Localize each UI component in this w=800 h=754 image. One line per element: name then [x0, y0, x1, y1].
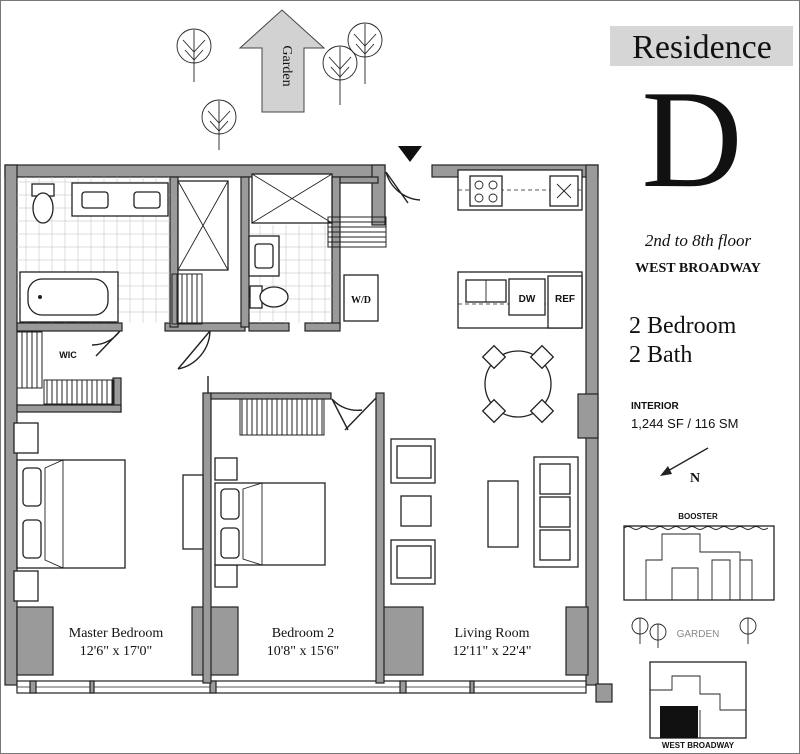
tree-icon [631, 617, 649, 644]
dining-table [481, 344, 555, 424]
north-label: N [690, 471, 700, 486]
bath-count: 2 Bath [629, 342, 692, 368]
washer-dryer: W/D [343, 274, 379, 322]
refrigerator-label: REF [555, 294, 575, 305]
range-hood-icon [549, 175, 579, 207]
kitchen-sink-icon [465, 279, 507, 303]
street-text: WEST BROADWAY [635, 261, 761, 276]
bedroom2-closet [239, 398, 325, 436]
shower-icon [251, 173, 333, 224]
room-dims: 12'11" x 22'4" [453, 644, 532, 659]
floors-text: 2nd to 8th floor [645, 231, 752, 250]
floor-plan: W/D WIC [4, 164, 613, 703]
key-plan: BOOSTER [623, 512, 775, 601]
dishwasher: DW [508, 278, 546, 316]
room-name: Master Bedroom [69, 626, 164, 641]
keyplan-garden-label: GARDEN [677, 629, 720, 640]
armchair [390, 438, 436, 484]
unit-letter: D [641, 62, 742, 217]
interior-label: INTERIOR [631, 401, 680, 412]
entry-marker-icon [398, 146, 422, 162]
cooktop-icon [469, 175, 503, 207]
kitchen: DW REF [457, 169, 583, 329]
wic-closet [16, 331, 43, 389]
site-plan [649, 661, 747, 739]
residence-title: Residence [632, 29, 772, 66]
double-vanity [71, 182, 169, 217]
side-table [400, 495, 432, 527]
garden-arrow: Garden [238, 9, 326, 113]
keyplan-bottom-label: WEST BROADWAY [662, 741, 735, 750]
bathtub-icon [19, 271, 119, 323]
toilet-icon [249, 285, 289, 309]
linen-closet [327, 216, 387, 248]
sofa [533, 456, 579, 568]
armchair [390, 539, 436, 585]
master-bath-closet [171, 273, 203, 325]
title-background [610, 26, 793, 66]
bedroom2-bed [214, 457, 326, 588]
tree-icon [176, 28, 212, 82]
tree-icon [347, 22, 383, 84]
info-panel: Residence D 2nd to 8th floor WEST BROADW… [610, 26, 793, 750]
room-name: Living Room [454, 626, 529, 641]
dishwasher-label: DW [519, 294, 536, 305]
room-name: Bedroom 2 [272, 626, 335, 641]
dresser [182, 474, 204, 550]
master-bed [13, 422, 126, 602]
wic-label: WIC [59, 350, 77, 360]
keyplan-top-label: BOOSTER [678, 512, 718, 521]
north-arrow-icon [660, 447, 709, 476]
garden-arrow-label: Garden [279, 45, 294, 86]
tree-icon [739, 617, 757, 644]
wic-closet [43, 379, 115, 405]
tree-icon [322, 45, 358, 105]
coffee-table [487, 480, 519, 548]
shower-icon [177, 180, 229, 271]
room-dims: 10'8" x 15'6" [267, 644, 339, 659]
toilet-icon [31, 183, 55, 224]
bedroom-count: 2 Bedroom [629, 313, 737, 339]
room-dims: 12'6" x 17'0" [80, 644, 152, 659]
interior-area: 1,244 SF / 116 SM [631, 416, 738, 431]
refrigerator: REF [547, 275, 583, 329]
sink-icon [248, 235, 280, 277]
tree-icon [201, 99, 237, 150]
washer-dryer-label: W/D [351, 295, 371, 306]
tree-icon [649, 623, 667, 648]
